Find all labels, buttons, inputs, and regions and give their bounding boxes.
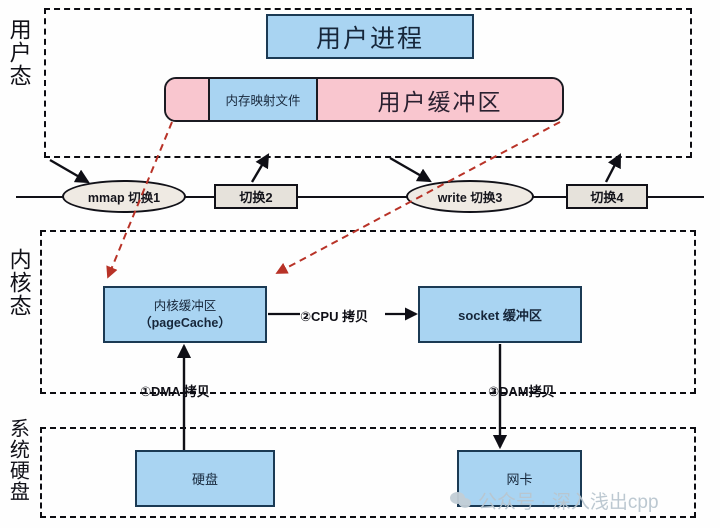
disk-box: 硬盘 (135, 450, 275, 507)
arrow-user-to-mmap (49, 158, 90, 184)
zone-label-user-mode: 用户态 (6, 18, 32, 87)
cpu-copy-label: ②CPU 拷贝 (300, 309, 369, 324)
arrow-user-to-write (389, 156, 432, 183)
strip-segment-mapped-file: 内存映射文件 (208, 79, 318, 120)
switch-mmap-1[interactable]: mmap 切换1 (62, 180, 186, 213)
socket-buffer-box: socket 缓冲区 (418, 286, 582, 343)
wechat-icon (450, 491, 472, 510)
zone-label-system-hardware: 系统硬盘 (6, 418, 29, 502)
page-cache-text: 内核缓冲区 （pageCache） (139, 298, 231, 332)
switch-4-label: 切换4 (590, 190, 624, 205)
user-process-box: 用户进程 (266, 14, 474, 59)
disk-label: 硬盘 (191, 472, 218, 487)
nic-label: 网卡 (506, 472, 533, 487)
user-memory-strip: 内存映射文件 用户缓冲区 (164, 77, 564, 122)
strip-segment-left-pad (166, 79, 208, 120)
switch-mmap-1-label: mmap 切换1 (87, 191, 161, 205)
arrow-switch2-to-user (250, 153, 270, 183)
zone-label-kernel-mode: 内核态 (6, 248, 32, 317)
user-process-label: 用户进程 (315, 25, 424, 53)
watermark: 公众号 · 深入浅出cpp (450, 487, 659, 514)
switch-write-3[interactable]: write 切换3 (406, 180, 534, 213)
nic-box: 网卡 (457, 450, 582, 507)
dma-copy-label: ①DMA 拷贝 (140, 384, 210, 399)
page-cache-line-1: 内核缓冲区 (153, 298, 217, 313)
user-buffer-label: 用户缓冲区 (377, 89, 503, 115)
watermark-text: 公众号 · 深入浅出cpp (478, 492, 659, 513)
dam-copy-label: ③DAM拷贝 (488, 384, 555, 399)
socket-buffer-label: socket 缓冲区 (458, 308, 542, 323)
switch-2[interactable]: 切换2 (214, 184, 298, 209)
hardware-region (40, 427, 696, 518)
page-cache-box: 内核缓冲区 （pageCache） (103, 286, 267, 343)
arrow-switch4-to-user (604, 153, 622, 183)
strip-segment-user-buffer: 用户缓冲区 (318, 79, 562, 120)
mapped-file-label: 内存映射文件 (225, 94, 301, 108)
page-cache-line-2: （pageCache） (139, 315, 231, 330)
switch-4[interactable]: 切换4 (566, 184, 648, 209)
switch-write-3-label: write 切换3 (437, 191, 503, 205)
switch-2-label: 切换2 (239, 190, 273, 205)
